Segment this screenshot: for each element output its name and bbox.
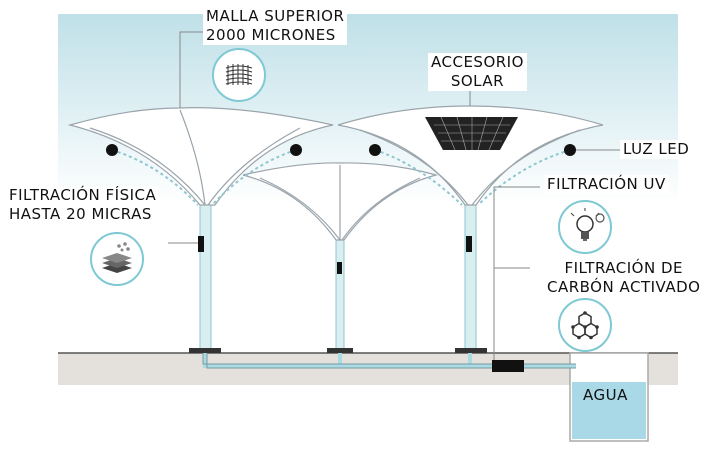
layers-droplets-icon: [90, 232, 144, 286]
hexagon-network-icon: [558, 298, 612, 352]
mesh-icon: [212, 48, 266, 102]
label-filtracion-uv: FILTRACIÓN UV: [544, 175, 669, 194]
led-lights: [106, 144, 576, 156]
carbon-filter-box: [492, 360, 524, 372]
uv-bulb-icon: [558, 200, 612, 254]
water-fill: [572, 382, 646, 439]
label-luz-led: LUZ LED: [620, 140, 693, 159]
label-filtracion-carbon: FILTRACIÓN DE CARBÓN ACTIVADO: [544, 259, 704, 297]
canopy-right: [337, 105, 604, 206]
label-agua: AGUA: [583, 386, 628, 404]
poles: [189, 204, 487, 353]
canopy-middle: [242, 162, 439, 241]
label-filtracion-fisica: FILTRACIÓN FÍSICA HASTA 20 MICRAS: [6, 186, 160, 224]
label-malla-superior: MALLA SUPERIOR 2000 MICRONES: [203, 7, 348, 45]
water-tank: [569, 352, 649, 442]
solar-panel: [425, 116, 518, 151]
canopy-left: [67, 107, 334, 206]
leader-lines: [168, 31, 620, 360]
label-accesorio-solar: ACCESORIO SOLAR: [428, 53, 527, 91]
